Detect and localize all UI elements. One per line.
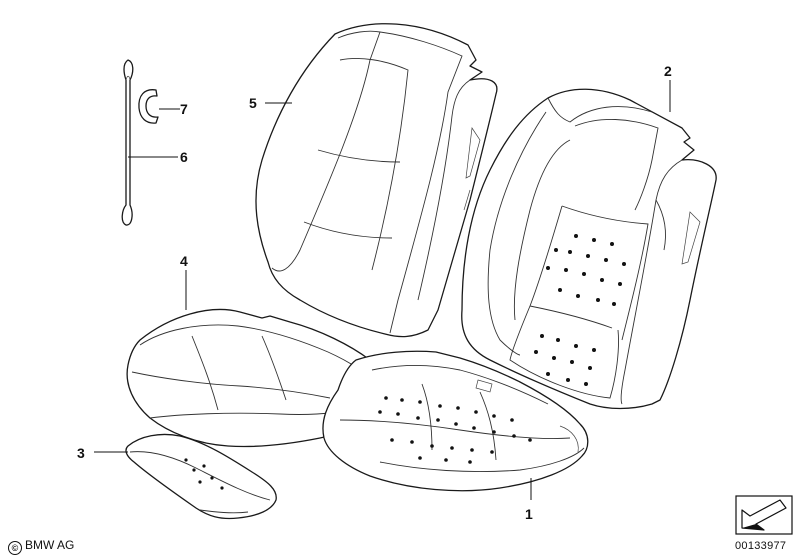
copyright-icon: © [8, 541, 22, 555]
copyright-footer: ©BMW AG [8, 538, 74, 555]
backrest-holes [534, 234, 626, 386]
document-number: 00133977 [735, 540, 787, 552]
part-6-wire [121, 59, 134, 226]
callout-labels: 1 2 3 4 5 6 7 [77, 63, 672, 522]
copyright-text: BMW AG [25, 538, 75, 552]
arrow-icon[interactable] [735, 495, 793, 535]
callout-5: 5 [249, 95, 257, 111]
callout-1: 1 [525, 506, 533, 522]
callout-6: 6 [180, 149, 188, 165]
foam-holes [184, 458, 224, 490]
part-5-backrest-pad [255, 23, 498, 338]
callout-2: 2 [664, 63, 672, 79]
seat-holes [378, 396, 532, 464]
part-2-backrest-frame [461, 88, 717, 410]
part-4-seat-pad [126, 308, 383, 448]
part-7-clip [138, 89, 159, 124]
part-1-seat-frame [322, 350, 589, 492]
leader-lines [94, 80, 671, 500]
part-3-foam-insert [125, 433, 277, 520]
callout-7: 7 [180, 101, 188, 117]
callout-3: 3 [77, 445, 85, 461]
callout-4: 4 [180, 253, 188, 269]
